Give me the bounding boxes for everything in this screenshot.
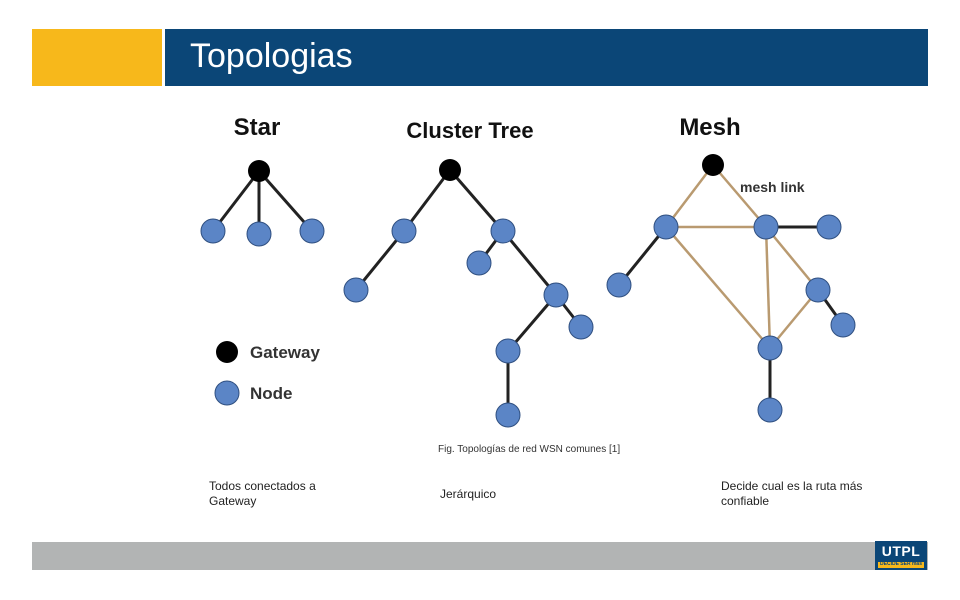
cluster-gateway xyxy=(439,159,461,181)
star-edge xyxy=(257,170,314,232)
logo-tagline: DECIDE SER más xyxy=(880,561,922,567)
cluster-node xyxy=(391,218,417,244)
mesh-link-edge xyxy=(764,226,772,349)
mesh-link-label: mesh link xyxy=(740,179,805,195)
star-node xyxy=(246,221,272,247)
figure-caption: Fig. Topologías de red WSN comunes [1] xyxy=(438,444,621,455)
star-label: Star xyxy=(234,114,281,141)
mesh-link-edge xyxy=(769,289,819,349)
legend-node-label: Node xyxy=(250,384,293,403)
cluster-node xyxy=(466,250,492,276)
mesh-link-edge xyxy=(765,226,819,291)
cluster-node xyxy=(495,402,521,428)
mesh-gateway xyxy=(702,154,724,176)
mesh-node xyxy=(757,335,783,361)
title-accent-block xyxy=(32,29,162,86)
legend-gateway-symbol xyxy=(216,341,238,363)
mesh-label: Mesh xyxy=(679,114,740,141)
mesh-node xyxy=(757,397,783,423)
star-description: Todos conectados a Gateway xyxy=(209,479,316,508)
cluster-edge xyxy=(448,169,505,232)
cluster-description: Jerárquico xyxy=(440,487,497,501)
mesh-node xyxy=(753,214,779,240)
title-background xyxy=(165,29,928,86)
cluster-node xyxy=(490,218,516,244)
cluster-node xyxy=(568,314,594,340)
mesh-description: Decide cual es la ruta más confiable xyxy=(721,479,863,508)
mesh-link-edge xyxy=(665,164,714,228)
page-title: Topologias xyxy=(190,37,353,75)
mesh-node xyxy=(606,272,632,298)
legend-node-symbol xyxy=(214,380,240,406)
logo-tagline-bar xyxy=(878,562,924,568)
cluster-tree-label: Cluster Tree xyxy=(406,118,533,143)
title-bar: Topologias xyxy=(32,29,928,86)
mesh-node xyxy=(805,277,831,303)
mesh-node xyxy=(816,214,842,240)
cluster-edge xyxy=(354,230,406,291)
mesh-node xyxy=(830,312,856,338)
utpl-logo: UTPL DECIDE SER más xyxy=(875,541,927,570)
cluster-edge xyxy=(501,230,558,296)
cluster-edge xyxy=(402,169,452,232)
star-gateway xyxy=(248,160,270,182)
mesh-link-edge xyxy=(712,164,767,228)
cluster-node xyxy=(343,277,369,303)
star-node xyxy=(200,218,226,244)
legend-gateway-label: Gateway xyxy=(250,343,320,362)
cluster-node xyxy=(495,338,521,364)
logo-name: UTPL xyxy=(881,543,921,559)
mesh-node xyxy=(653,214,679,240)
footer-bar xyxy=(32,542,928,570)
star-edge xyxy=(211,170,261,232)
mesh-link-edge xyxy=(665,226,771,349)
star-node xyxy=(299,218,325,244)
cluster-node xyxy=(543,282,569,308)
